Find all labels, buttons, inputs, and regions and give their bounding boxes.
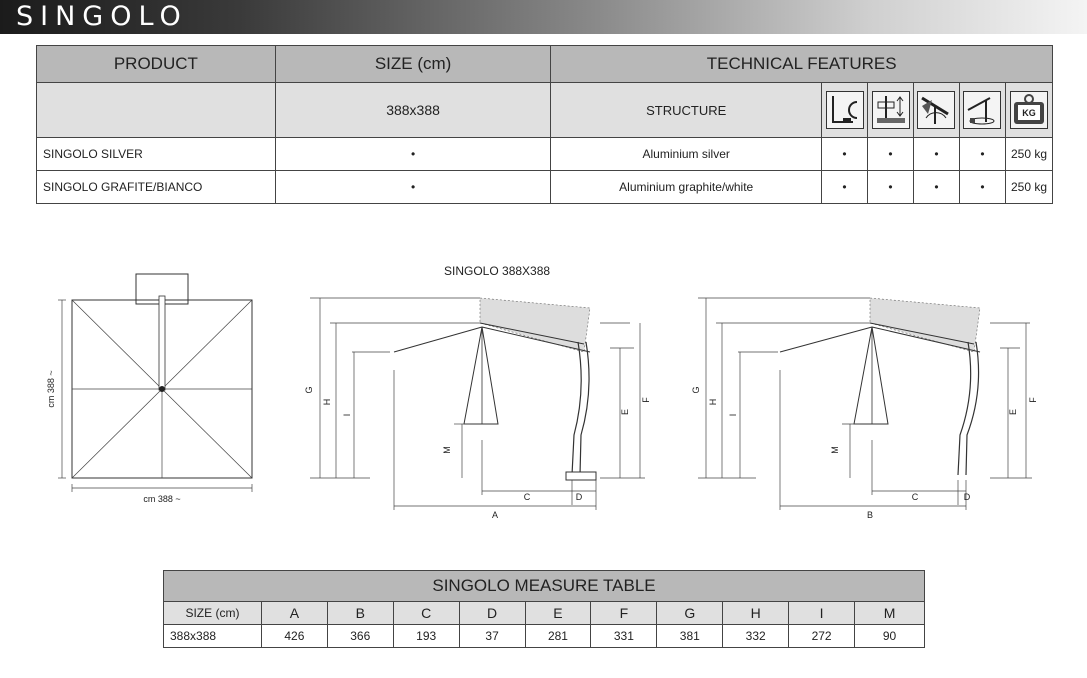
technical-features-table: PRODUCT SIZE (cm) TECHNICAL FEATURES 388…: [36, 45, 1054, 204]
subheader-empty: [36, 82, 276, 138]
measure-col-6: F: [590, 601, 658, 625]
measure-col-10: M: [854, 601, 925, 625]
measure-cell-5: 281: [524, 624, 592, 648]
measure-col-8: H: [722, 601, 790, 625]
svg-text:B: B: [867, 510, 873, 520]
vertical-lift-icon: [871, 91, 910, 129]
svg-text:G: G: [691, 386, 701, 393]
header-technical-features: TECHNICAL FEATURES: [550, 45, 1053, 83]
side-view-drawing-1: G H I M E F C D A: [304, 297, 651, 520]
measure-cell-8: 332: [722, 624, 790, 648]
svg-text:I: I: [342, 414, 352, 417]
row1-feature3: •: [913, 137, 960, 171]
tilt-icon-cell: [913, 82, 960, 138]
row2-feature3: •: [913, 170, 960, 204]
top-view-height-label: cm 388 ~: [46, 370, 56, 407]
svg-text:M: M: [442, 446, 452, 454]
rotation-icon: [963, 91, 1002, 129]
measure-cell-3: 193: [392, 624, 460, 648]
height-adjust-icon: [825, 91, 864, 129]
row1-feature2: •: [867, 137, 914, 171]
header-product: PRODUCT: [36, 45, 276, 83]
measure-col-0: SIZE (cm): [163, 601, 262, 625]
row1-size: •: [274, 137, 552, 171]
svg-text:C: C: [524, 492, 531, 502]
header-bar: SINGOLO: [0, 0, 1087, 34]
subheader-size: 388x388: [274, 82, 552, 138]
measure-cell-10: 90: [854, 624, 925, 648]
svg-text:A: A: [492, 510, 498, 520]
svg-text:F: F: [641, 397, 651, 403]
drawings-title: SINGOLO 388X388: [444, 264, 551, 278]
svg-text:E: E: [1008, 409, 1018, 415]
measure-table-caption: SINGOLO MEASURE TABLE: [163, 570, 925, 602]
measure-col-2: B: [326, 601, 394, 625]
measure-cell-1: 426: [260, 624, 328, 648]
weight-kg-icon: KG: [1009, 91, 1048, 129]
rotation-icon-cell: [958, 82, 1006, 138]
measure-cell-2: 366: [326, 624, 394, 648]
measure-col-1: A: [260, 601, 328, 625]
measure-col-7: G: [656, 601, 724, 625]
weight-icon-cell: KG: [1004, 82, 1054, 138]
row2-product: SINGOLO GRAFITE/BIANCO: [36, 170, 276, 204]
svg-text:E: E: [620, 409, 630, 415]
svg-text:C: C: [912, 492, 919, 502]
measure-col-5: E: [524, 601, 592, 625]
measure-cell-0: 388x388: [163, 624, 262, 648]
measure-cell-7: 381: [656, 624, 724, 648]
row2-feature4: •: [958, 170, 1006, 204]
row2-structure: Aluminium graphite/white: [550, 170, 823, 204]
measure-cell-9: 272: [788, 624, 856, 648]
row2-feature2: •: [867, 170, 914, 204]
row1-structure: Aluminium silver: [550, 137, 823, 171]
row2-size: •: [274, 170, 552, 204]
svg-text:KG: KG: [1022, 108, 1036, 118]
row1-feature1: •: [821, 137, 869, 171]
row2-weight: 250 kg: [1004, 170, 1054, 204]
svg-text:D: D: [576, 492, 583, 502]
tilt-icon: [917, 91, 956, 129]
svg-text:M: M: [830, 446, 840, 454]
height-adjust-icon-cell: [821, 82, 869, 138]
svg-text:F: F: [1028, 397, 1038, 403]
svg-text:H: H: [322, 399, 332, 406]
side-view-drawing-2: G H I M E F C D B: [691, 297, 1038, 520]
measure-col-9: I: [788, 601, 856, 625]
svg-text:H: H: [708, 399, 718, 406]
page-title: SINGOLO: [16, 1, 188, 32]
measure-col-4: D: [458, 601, 526, 625]
measure-cell-4: 37: [458, 624, 526, 648]
svg-text:D: D: [964, 492, 971, 502]
vertical-lift-icon-cell: [867, 82, 914, 138]
row1-product: SINGOLO SILVER: [36, 137, 276, 171]
measure-col-3: C: [392, 601, 460, 625]
row1-weight: 250 kg: [1004, 137, 1054, 171]
svg-text:I: I: [728, 414, 738, 417]
top-view-width-label: cm 388 ~: [143, 494, 180, 504]
subheader-structure: STRUCTURE: [550, 82, 823, 138]
header-size: SIZE (cm): [274, 45, 552, 83]
row1-feature4: •: [958, 137, 1006, 171]
row2-feature1: •: [821, 170, 869, 204]
measure-cell-6: 331: [590, 624, 658, 648]
svg-text:G: G: [304, 386, 314, 393]
top-view-drawing: cm 388 ~ cm 388 ~: [46, 273, 253, 504]
